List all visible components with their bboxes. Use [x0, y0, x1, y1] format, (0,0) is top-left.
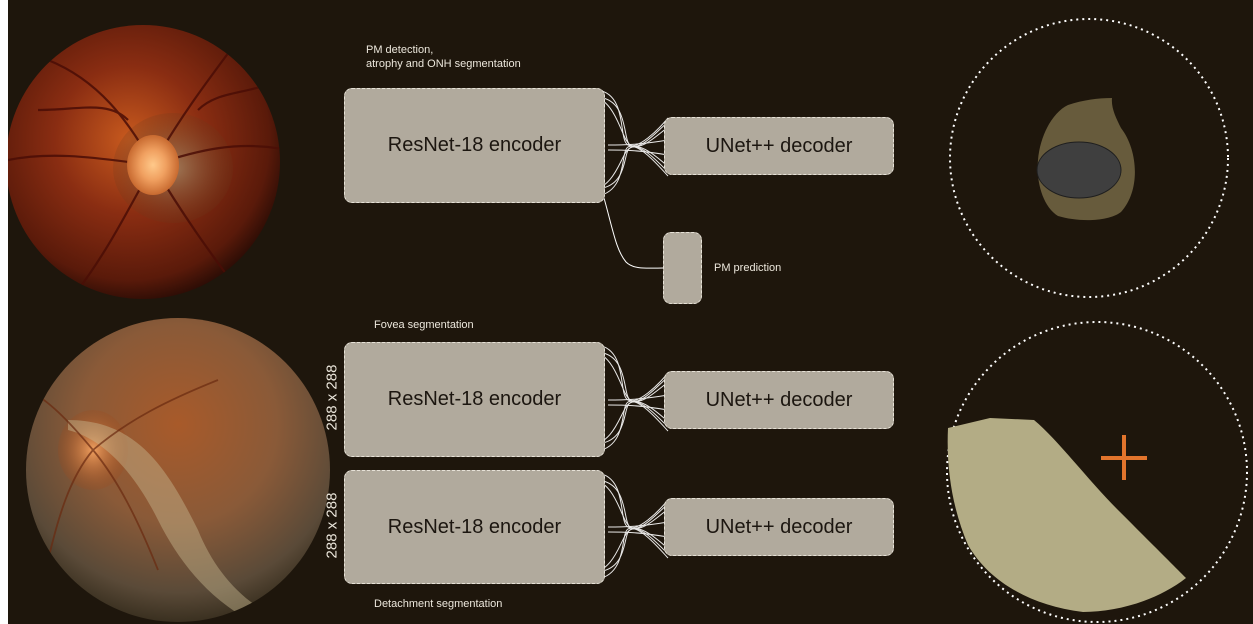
fundus-image-top — [8, 25, 280, 299]
task-caption-top-line2: atrophy and ONH segmentation — [366, 58, 521, 70]
segmentation-output-bottom — [946, 321, 1248, 623]
skip-connections-middle — [587, 344, 671, 452]
skip-connections-top — [587, 89, 671, 197]
diagram-graphics — [8, 18, 1248, 623]
detachment-region — [947, 418, 1186, 612]
pm-prediction-label: PM prediction — [714, 262, 782, 274]
optic-disc-region — [1036, 141, 1122, 199]
encoder-block-bottom: ResNet-18 encoder — [344, 470, 605, 584]
decoder-block-middle: UNet++ decoder — [664, 371, 894, 429]
pm-prediction-connector — [603, 197, 664, 269]
skip-connections-bottom — [587, 472, 671, 580]
input-size-label-bottom: 288 x 288 — [323, 492, 341, 559]
decoder-block-top: UNet++ decoder — [664, 117, 894, 175]
decoder-block-bottom: UNet++ decoder — [664, 498, 894, 556]
task-caption-detachment: Detachment segmentation — [374, 598, 503, 610]
task-caption-fovea: Fovea segmentation — [374, 319, 474, 331]
fovea-marker — [1101, 435, 1147, 480]
input-size-label-middle: 288 x 288 — [323, 364, 341, 431]
encoder-block-middle: ResNet-18 encoder — [344, 342, 605, 457]
fundus-image-bottom — [26, 318, 330, 622]
diagram-canvas: PM detection, atrophy and ONH segmentati… — [8, 0, 1253, 624]
task-caption-top: PM detection, atrophy and ONH segmentati… — [366, 43, 521, 71]
pm-prediction-block — [663, 232, 702, 304]
encoder-block-top: ResNet-18 encoder — [344, 88, 605, 203]
segmentation-output-top — [949, 18, 1229, 298]
task-caption-top-line1: PM detection, — [366, 44, 434, 56]
